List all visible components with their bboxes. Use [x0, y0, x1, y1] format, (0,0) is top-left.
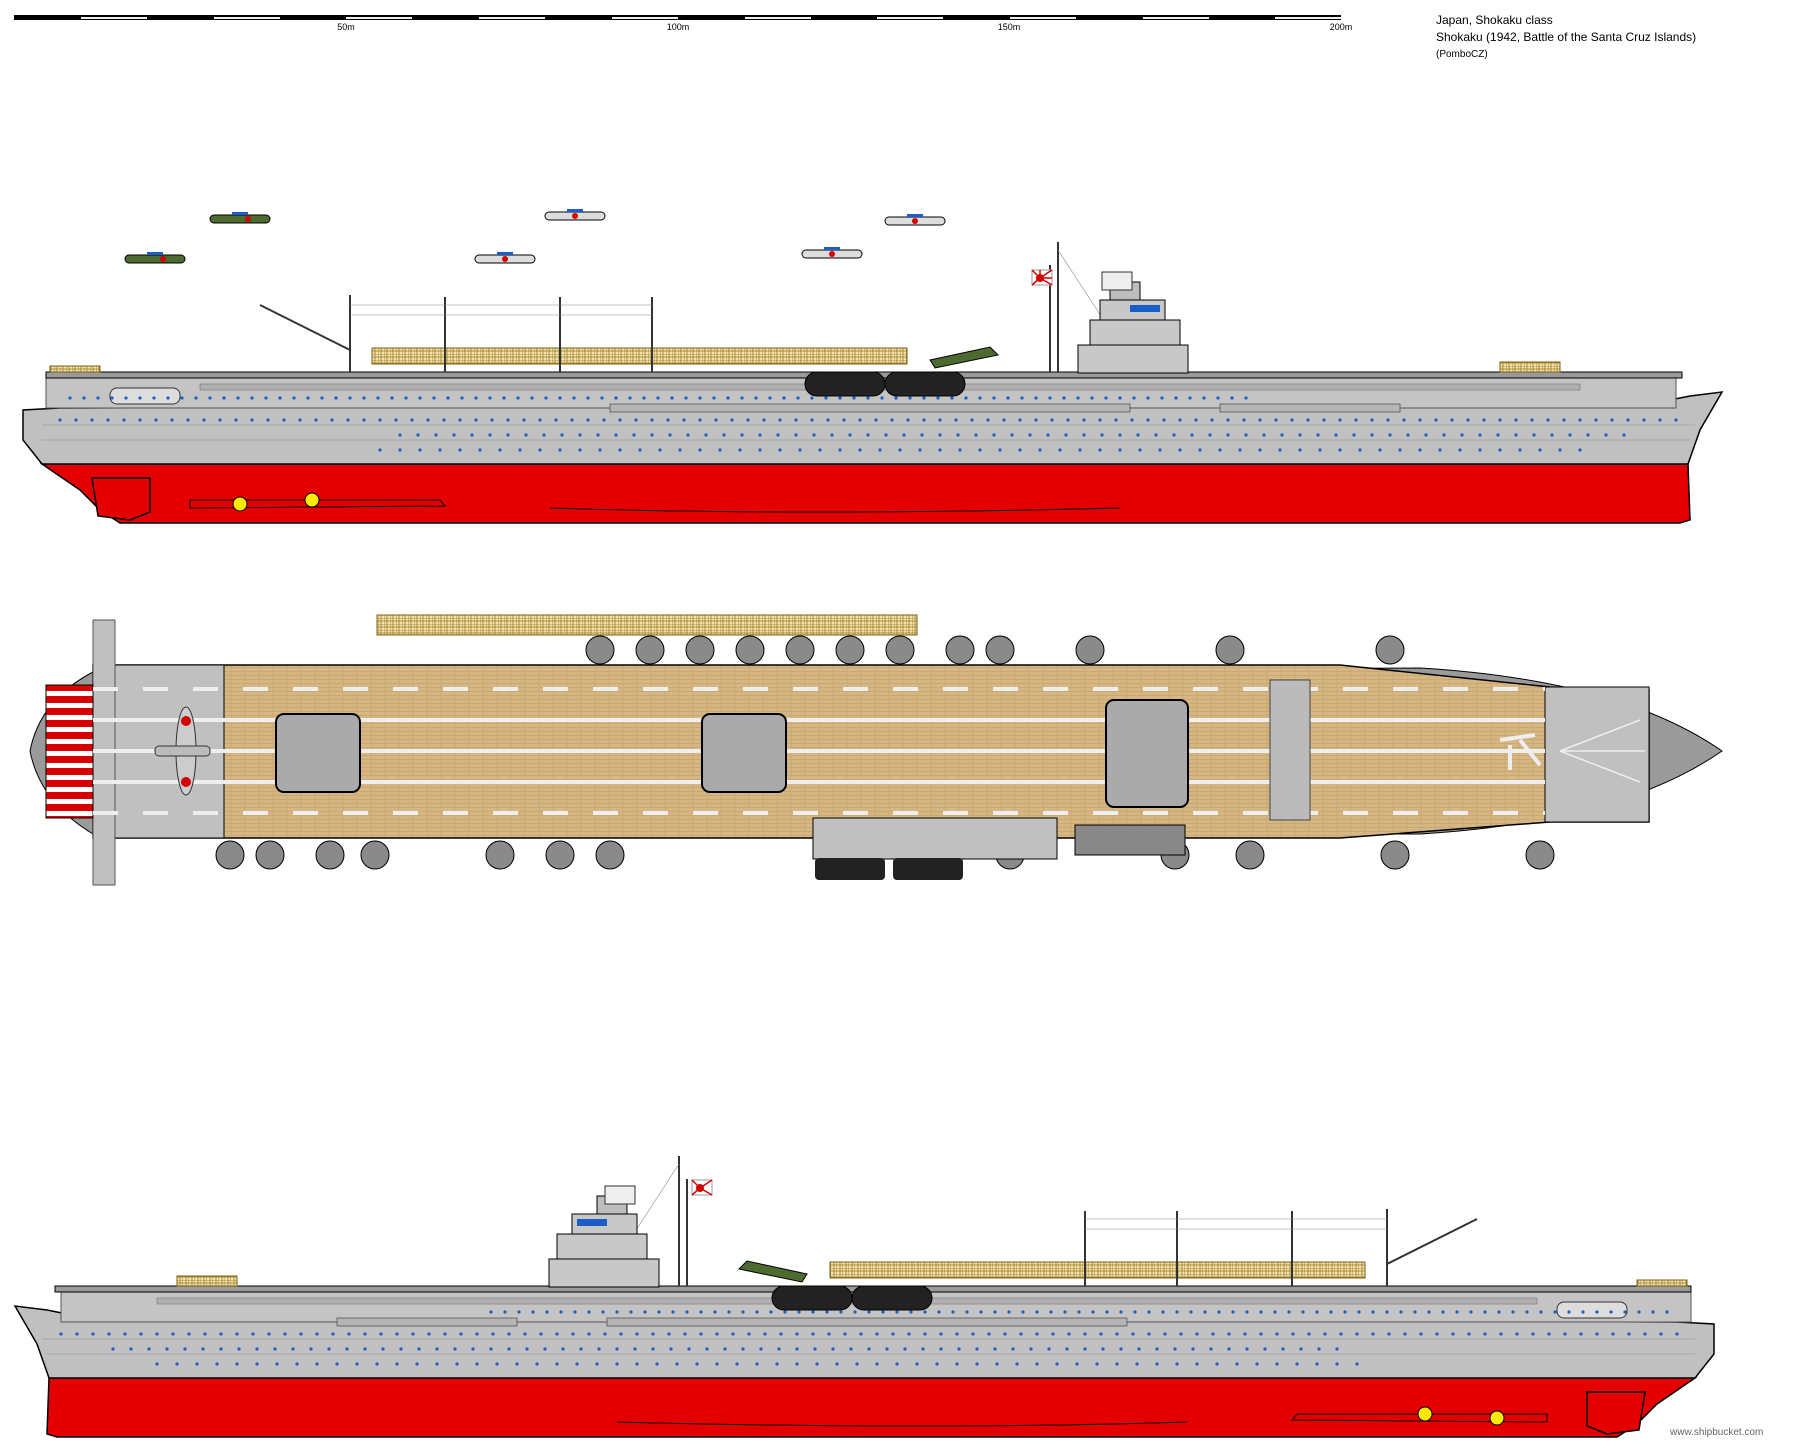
scale-segment — [213, 17, 280, 19]
gun-tub — [1235, 840, 1265, 870]
scale-segment — [81, 17, 147, 19]
author-credit: (PomboCZ) — [1436, 49, 1488, 60]
watermark: www.shipbucket.com — [1670, 1427, 1764, 1438]
gun-tub — [735, 635, 765, 665]
gun-tub — [315, 840, 345, 870]
aircraft-icon — [154, 706, 211, 796]
scale-segment — [611, 17, 678, 19]
gun-tub — [1215, 635, 1245, 665]
island-plan — [812, 817, 1058, 860]
gun-tub — [1375, 635, 1405, 665]
plan-view — [29, 614, 1723, 886]
drawing-caption: Japan, Shokaku class Shokaku (1942, Batt… — [1436, 12, 1696, 63]
scale-segment — [744, 17, 811, 19]
gun-tub — [785, 635, 815, 665]
elevator-mid — [701, 713, 787, 793]
aircraft-icon — [801, 247, 863, 259]
scale-segment — [1275, 17, 1342, 19]
gun-tub — [1075, 635, 1105, 665]
gun-tub — [360, 840, 390, 870]
gun-tub — [685, 635, 715, 665]
aircraft-icon — [884, 214, 946, 226]
rising-sun-flag-icon — [1031, 269, 1053, 286]
ship-title: Shokaku (1942, Battle of the Santa Cruz … — [1436, 30, 1697, 44]
gun-tub — [255, 840, 285, 870]
scale-label-100: 100m — [666, 22, 690, 32]
gun-tub — [595, 840, 625, 870]
stern-stripes — [45, 684, 94, 819]
gun-tub — [485, 840, 515, 870]
scale-bar — [14, 15, 1342, 20]
scale-segment — [1142, 17, 1209, 19]
elevator-aft — [275, 713, 361, 793]
scale-label-150: 150m — [997, 22, 1021, 32]
elevator-fwd — [1105, 699, 1189, 808]
gun-tub — [635, 635, 665, 665]
rising-sun-flag-icon — [691, 1179, 713, 1196]
scale-segment — [1009, 17, 1076, 19]
gun-tub — [1380, 840, 1410, 870]
scale-label-50: 50m — [337, 22, 355, 32]
aircraft-formation — [124, 209, 946, 264]
aircraft-icon — [474, 252, 536, 264]
starboard-profile — [22, 209, 1723, 524]
gun-tub — [885, 635, 915, 665]
port-profile — [14, 1155, 1715, 1438]
gun-tub — [585, 635, 615, 665]
gun-tub — [215, 840, 245, 870]
class-title: Japan, Shokaku class — [1436, 13, 1553, 27]
gun-tub — [1525, 840, 1555, 870]
scale-segment — [877, 17, 944, 19]
gun-tub — [985, 635, 1015, 665]
scale-segment — [346, 17, 413, 19]
gun-tub — [545, 840, 575, 870]
gun-tub — [835, 635, 865, 665]
aircraft-icon — [124, 252, 186, 264]
scale-segment — [479, 17, 546, 19]
aircraft-icon — [209, 212, 271, 224]
aircraft-icon — [544, 209, 606, 221]
scale-label-200: 200m — [1329, 22, 1353, 32]
gun-tub — [945, 635, 975, 665]
